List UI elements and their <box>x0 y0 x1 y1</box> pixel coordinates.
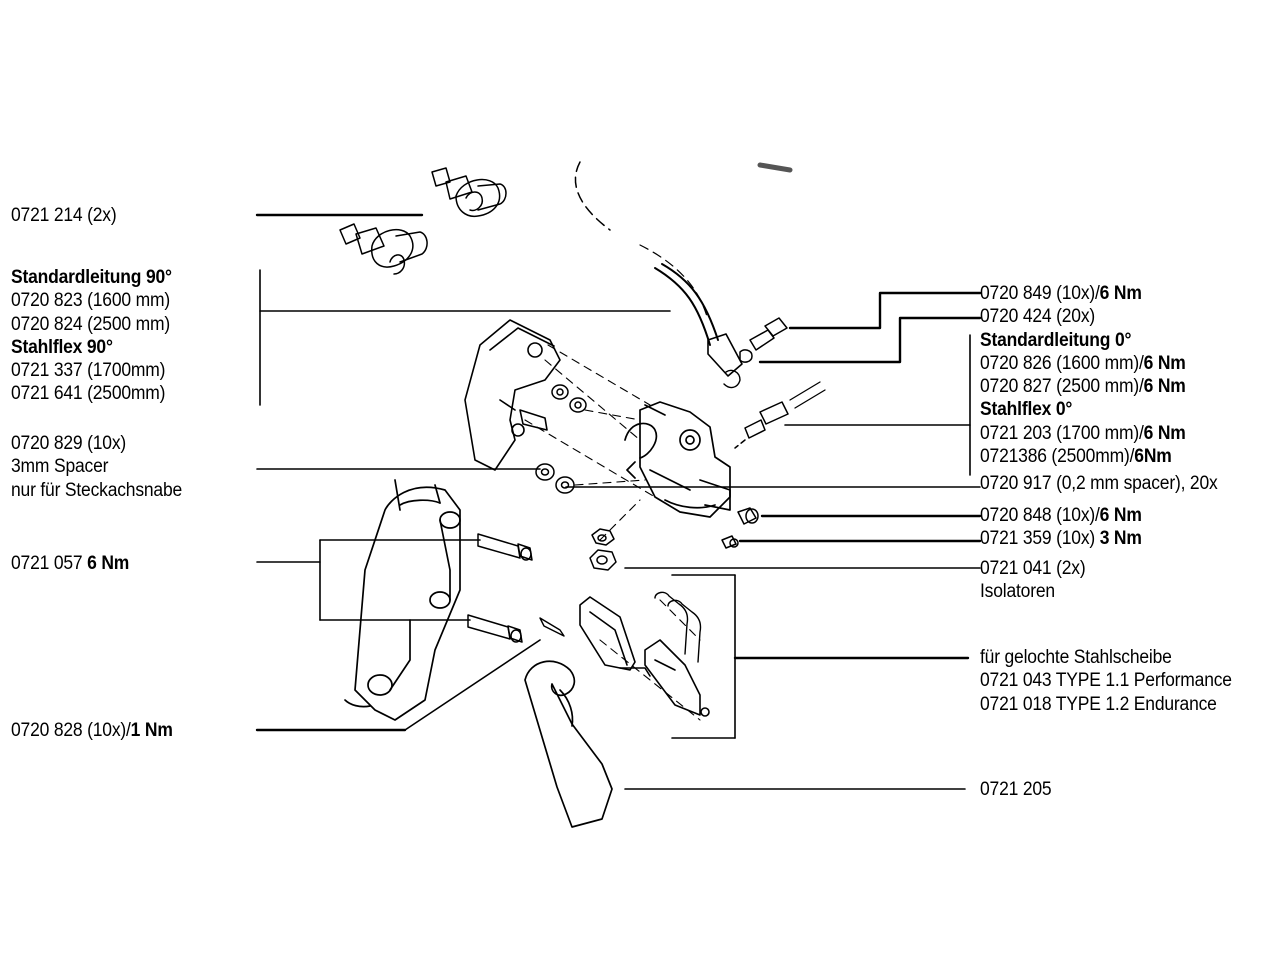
label-standardleitung-0: Standardleitung 0° <box>980 329 1132 351</box>
fork-leg <box>344 479 461 721</box>
hose-fitting-0 <box>734 381 826 449</box>
label-0720917-text: 0720 917 (0,2 mm spacer), 20x <box>980 473 1218 494</box>
label-0721359-torque: 3 Nm <box>1099 528 1142 550</box>
label-stahlflex-0: Stahlflex 0° <box>980 399 1073 421</box>
screw-0721359 <box>721 535 739 549</box>
label-standardleitung-90: Standardleitung 90° <box>11 267 172 288</box>
banjo-adapter-upper <box>431 167 507 218</box>
pad-springs <box>654 591 702 663</box>
label-0721386-torque: 6Nm <box>1134 446 1172 468</box>
label-0721043: 0721 043 TYPE 1.1 Performance <box>980 670 1232 692</box>
label-0720826: 0720 826 (1600 mm)/ <box>980 352 1144 374</box>
label-0721641: 0721 641 (2500mm) <box>11 383 166 405</box>
brake-caliper <box>624 401 731 518</box>
label-stahlflex-90: Stahlflex 90° <box>11 336 113 358</box>
label-right-hose-group: 0720 849 (10x)/6 Nm 0720 424 (20x) Stand… <box>980 282 1186 468</box>
label-bolt-group: 0720 848 (10x)/6 Nm 0721 359 (10x) 3 Nm <box>980 504 1142 551</box>
label-0721203-torque: 6 Nm <box>1143 422 1186 444</box>
pad-spreader <box>524 660 613 828</box>
label-0721057-torque: 6 Nm <box>87 553 130 574</box>
label-0721057-text: 0721 057 <box>11 553 83 574</box>
label-0720848-torque: 6 Nm <box>1099 505 1142 526</box>
brake-pad-right <box>644 639 710 717</box>
label-0720828-torque: 1 Nm <box>130 720 173 741</box>
label-0721205: 0721 205 <box>980 778 1052 801</box>
label-0720828-text: 0720 828 (10x)/ <box>11 720 131 741</box>
brake-pad-left <box>579 596 651 677</box>
label-0720824: 0720 824 (2500 mm) <box>11 313 170 335</box>
brake-hose-90 <box>661 263 719 341</box>
label-0720827-torque: 6 Nm <box>1143 376 1186 398</box>
label-0720827: 0720 827 (2500 mm)/ <box>980 376 1144 398</box>
bolt-0721057-lower <box>467 614 523 643</box>
label-0720848: 0720 848 (10x)/ <box>980 505 1100 526</box>
label-gelochte-stahlscheibe: für gelochte Stahlscheibe <box>980 647 1172 668</box>
label-0720849-torque: 6 Nm <box>1099 283 1142 304</box>
label-0720917: 0720 917 (0,2 mm spacer), 20x <box>980 472 1218 495</box>
bolt-0720849 <box>739 317 788 363</box>
label-0720849: 0720 849 (10x)/ <box>980 283 1100 304</box>
label-0721041: 0721 041 (2x) <box>980 558 1086 579</box>
bolt-0720848 <box>737 507 759 525</box>
label-spacer-group: 0720 829 (10x) 3mm Spacer nur für Stecka… <box>11 432 182 502</box>
label-0721018: 0721 018 TYPE 1.2 Endurance <box>980 693 1217 715</box>
adapter-bracket <box>464 319 561 471</box>
label-0720823: 0720 823 (1600 mm) <box>11 290 170 312</box>
label-0721359: 0721 359 (10x) <box>980 528 1096 550</box>
label-0720828: 0720 828 (10x)/1 Nm <box>11 719 173 742</box>
label-0721057: 0721 057 6 Nm <box>11 552 129 575</box>
banjo-adapter-lower <box>339 223 428 275</box>
label-pad-group: für gelochte Stahlscheibe 0721 043 TYPE … <box>980 646 1232 716</box>
label-0721386: 0721386 (2500mm)/ <box>980 446 1135 468</box>
label-3mm-spacer: 3mm Spacer <box>11 456 109 478</box>
label-0720826-torque: 6 Nm <box>1143 352 1186 374</box>
label-hose-90-group: Standardleitung 90° 0720 823 (1600 mm) 0… <box>11 266 172 406</box>
label-0721203: 0721 203 (1700 mm)/ <box>980 422 1144 444</box>
label-0720424: 0720 424 (20x) <box>980 306 1096 328</box>
label-0721214-text: 0721 214 (2x) <box>11 205 117 226</box>
leader-lines <box>255 213 982 790</box>
label-isolator-group: 0721 041 (2x) Isolatoren <box>980 557 1086 604</box>
label-0721205-text: 0721 205 <box>980 779 1052 800</box>
label-0721337: 0721 337 (1700mm) <box>11 360 166 382</box>
label-isolatoren: Isolatoren <box>980 581 1055 603</box>
bolt-0721057-upper <box>477 533 533 561</box>
label-0721214: 0721 214 (2x) <box>11 204 117 227</box>
washers <box>535 384 587 494</box>
rotor-outline <box>574 161 611 231</box>
retaining-pin <box>539 617 565 637</box>
isolators <box>589 528 617 571</box>
label-0720829: 0720 829 (10x) <box>11 433 127 454</box>
label-steckachsnabe: nur für Steckachsnabe <box>11 479 183 501</box>
